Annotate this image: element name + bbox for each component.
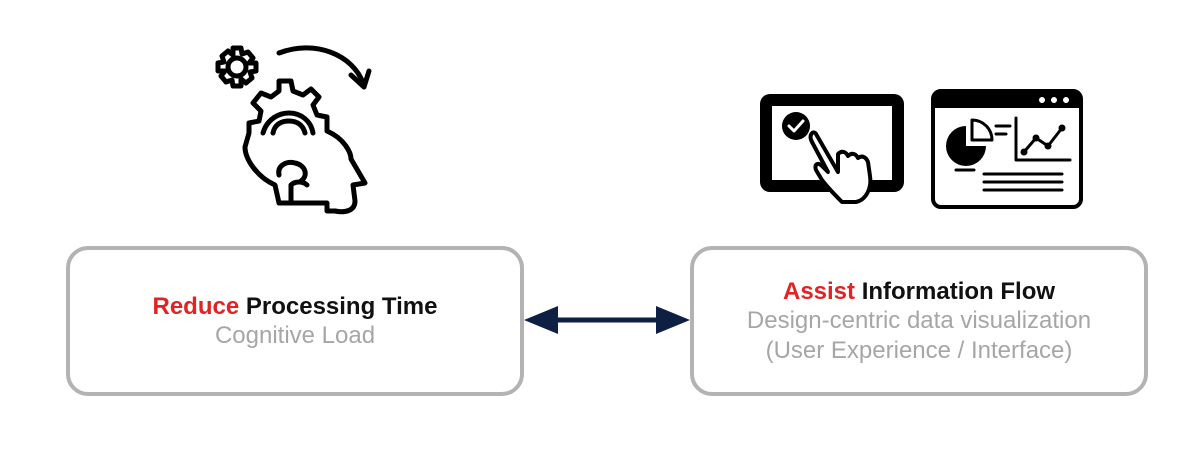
card-subtitle-line-1: Design-centric data visualization: [746, 306, 1092, 334]
card-title: Reduce Processing Time: [152, 292, 437, 321]
title-rest: Processing Time: [245, 292, 438, 320]
card-title: Assist Information Flow: [783, 277, 1055, 306]
small-gear-icon: [215, 45, 259, 89]
head-gears-icon: [205, 35, 385, 220]
title-rest: Information Flow: [861, 277, 1056, 305]
assist-information-card: Assist Information Flow Design-centric d…: [690, 246, 1148, 396]
card-subtitle-line-2: (User Experience / Interface): [765, 336, 1073, 364]
dashboard-window-icon: [930, 88, 1085, 215]
card-subtitle: Cognitive Load: [214, 321, 376, 349]
tablet-touch-icon: [758, 92, 908, 212]
title-highlight: Assist: [782, 277, 856, 305]
reduce-processing-card: Reduce Processing Time Cognitive Load: [66, 246, 524, 396]
title-highlight: Reduce: [152, 292, 240, 320]
double-arrow-connector: [524, 306, 690, 334]
